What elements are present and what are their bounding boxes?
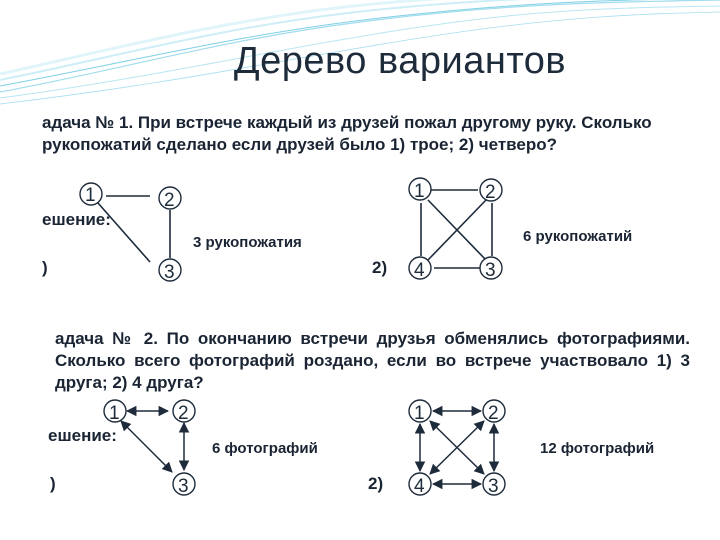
node-ring — [172, 472, 196, 496]
node-ring — [408, 399, 432, 423]
node-ring — [408, 256, 432, 280]
task1-triangle-graph — [97, 195, 171, 263]
node-ring — [479, 178, 503, 202]
node-label: 2 — [178, 403, 189, 424]
task2-solution-label: ешение: — [48, 426, 117, 445]
node-label: 3 — [178, 476, 189, 497]
task2-square-nodes: 1 2 4 3 — [408, 399, 506, 497]
edge-2-4 — [429, 420, 485, 475]
node-label: 3 — [164, 262, 175, 283]
node-label: 4 — [414, 476, 425, 497]
task1-statement: адача № 1. При встрече каждый из друзей … — [42, 113, 652, 154]
task1-case1-marker: ) — [42, 258, 48, 277]
node-ring — [408, 177, 432, 201]
node-label: 2 — [164, 190, 175, 211]
node-label: 2 — [485, 182, 496, 203]
task2-case2-caption: 12 фотографий — [540, 440, 655, 457]
node-ring — [158, 258, 182, 282]
node-ring — [408, 472, 432, 496]
node-label: 1 — [414, 181, 425, 202]
node-ring — [79, 182, 103, 206]
node-label: 3 — [488, 476, 499, 497]
task2-case1-marker: ) — [50, 474, 56, 493]
task1-case2-marker: 2) — [372, 258, 388, 277]
node-ring — [172, 399, 196, 423]
task2-statement: адача № 2. По окончанию встречи друзья о… — [55, 329, 690, 392]
node-label: 1 — [85, 185, 96, 206]
node-label: 4 — [414, 260, 425, 281]
node-ring — [479, 256, 503, 280]
node-label: 2 — [488, 403, 499, 424]
task1-case2-caption: 6 рукопожатий — [523, 228, 633, 245]
node-ring — [482, 399, 506, 423]
task1-case1-caption: 3 рукопожатия — [193, 234, 302, 251]
node-label: 3 — [485, 260, 496, 281]
task1-square-nodes: 1 2 4 3 — [408, 177, 503, 281]
task1-triangle-nodes: 1 2 3 — [79, 182, 182, 283]
header-wave-decoration — [0, 0, 720, 105]
node-label: 1 — [109, 403, 120, 424]
edge-1-3 — [97, 202, 151, 263]
task2-square-graph — [414, 405, 500, 490]
slide-title: Дерево вариантов — [233, 40, 567, 82]
edge-1-3 — [120, 420, 173, 473]
task1-solution-label: ешение: — [42, 210, 111, 229]
task2-case2-marker: 2) — [368, 474, 384, 493]
edge-2-4 — [427, 199, 487, 261]
task2-triangle-nodes: 1 2 3 — [103, 399, 196, 497]
node-ring — [158, 186, 182, 210]
node-ring — [103, 399, 127, 423]
task1-square-graph — [420, 189, 493, 269]
task2-triangle-graph — [120, 405, 190, 473]
node-label: 1 — [414, 403, 425, 424]
node-ring — [482, 472, 506, 496]
task2-case1-caption: 6 фотографий — [212, 440, 318, 457]
